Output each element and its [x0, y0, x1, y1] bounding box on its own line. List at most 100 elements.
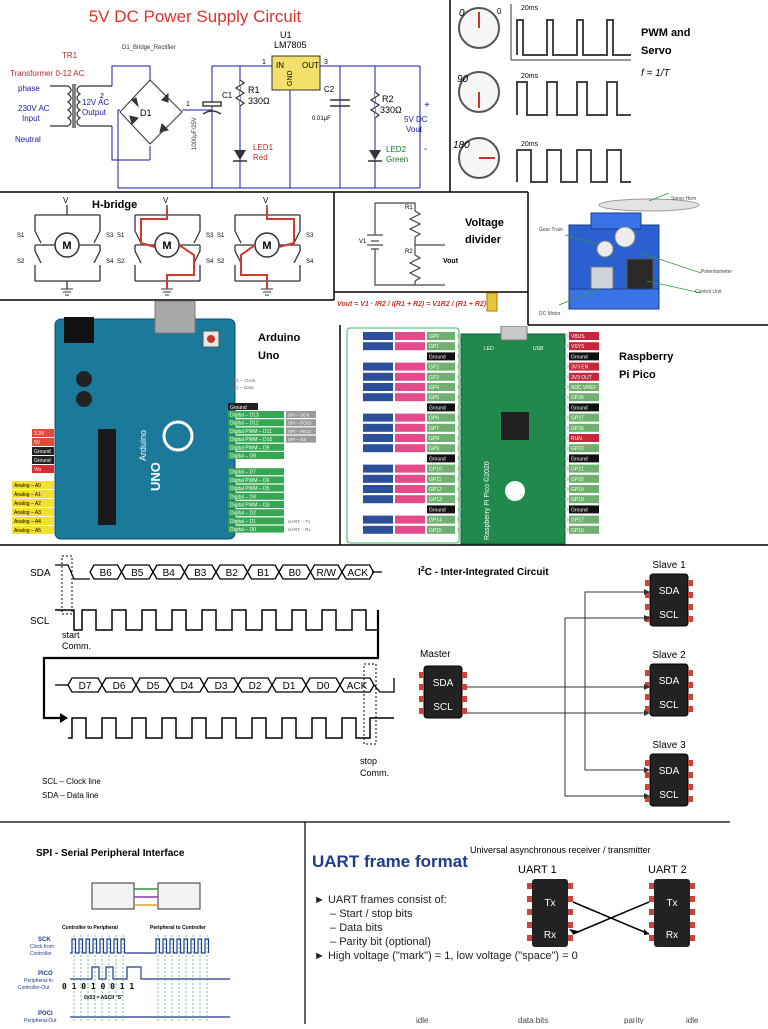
- analog-pin-label: Analog – A5: [14, 528, 41, 534]
- i2c-pin-label: I2C – Data: [232, 385, 254, 390]
- spi-pin-label: SPI – POCI: [288, 421, 311, 426]
- pico-alt-box: [363, 485, 393, 493]
- servo-panel: Servo Horn Gear Train Potentiometer Cont…: [529, 193, 768, 325]
- divider-panel: R1 R2 V1 Vout Voltage divider Vout = V1 …: [335, 193, 528, 323]
- pico-right-pin-box: [569, 403, 599, 412]
- pico-alt-box: [363, 474, 393, 483]
- chip-title: Slave 1: [652, 560, 686, 571]
- digital-pin-label: Digital – D12: [230, 421, 259, 427]
- pico-usb-label: USB: [533, 346, 544, 352]
- pico-right-pin-box: [569, 332, 599, 340]
- led2-symbol: [369, 150, 381, 160]
- pico-right-pin-box: [569, 454, 599, 463]
- pico-left-pin-box: [427, 372, 455, 381]
- arduino-board: [54, 318, 236, 540]
- servo-horn-shape: [598, 198, 700, 212]
- pico-alt-box: [363, 362, 393, 371]
- pico-alt-box: [395, 383, 425, 391]
- uart-sub-1: – Start / stop bits: [330, 908, 413, 920]
- control-unit-label: Control Unit: [695, 289, 722, 295]
- bit-label: D2: [249, 681, 262, 692]
- chip-scl-label: SCL: [433, 702, 453, 713]
- pico-left-pin-label: GP7: [429, 426, 439, 432]
- digital-pin-box: [228, 419, 284, 427]
- pico-right-pin-box: [569, 362, 599, 371]
- digital-pin-box: [228, 492, 284, 500]
- power-pin-box: [32, 429, 54, 437]
- divider-vout: Vout: [443, 258, 459, 265]
- pico-left-pin-label: GP4: [429, 385, 439, 391]
- analog-pin-box: [12, 499, 54, 507]
- i2c-pin-label: I2C – Clock: [232, 378, 256, 383]
- digital-pin-label: Digital – D1: [230, 519, 256, 525]
- bridge-label: D1_Bridge_Rectifier: [122, 45, 176, 51]
- pico-left-pin-box: [427, 362, 455, 371]
- led2-label: LED2: [386, 145, 407, 154]
- start-label-2: Comm.: [62, 641, 91, 651]
- chip-sda-label: SDA: [433, 678, 454, 689]
- digital-pin-label: Digital – D4: [230, 494, 256, 500]
- i2c-title-rest: C - Inter-Integrated Circuit: [425, 567, 550, 578]
- uart-bullet-2-text: High voltage ("mark") = 1, low voltage (…: [327, 950, 578, 962]
- pico-right-pin-box: [569, 464, 599, 473]
- switch-s3: S3: [106, 233, 114, 239]
- continuation-arrow: [42, 610, 380, 720]
- regulator-label: LM7805: [274, 40, 307, 50]
- pico-alt-box: [395, 413, 425, 422]
- digital-pin-box: [228, 501, 284, 508]
- uart-panel: UART frame format Universal asynchronous…: [306, 823, 768, 1024]
- led1-symbol: [234, 150, 246, 160]
- pwm-wave-90: [516, 81, 631, 116]
- spi-pin-label: SPI – SS: [288, 437, 306, 442]
- chip-scl-label: SCL: [659, 790, 679, 801]
- legend-sda: SDA – Data line: [42, 791, 99, 800]
- digital-pin-box: [228, 435, 284, 443]
- digital-pin-box: [228, 517, 284, 525]
- digital-pin-label: Digital PWM – D9: [230, 445, 270, 451]
- spi-ascii-label: 0x53 = ASCII "S": [84, 995, 124, 1001]
- period-label-1: 20ms: [521, 5, 539, 12]
- pico-right-pin-label: 3V3 OUT: [571, 375, 592, 381]
- bit-label: ACK: [347, 681, 368, 692]
- spi-title: SPI - Serial Peripheral Interface: [36, 848, 185, 859]
- pico-right-pin-label: GP17: [571, 518, 584, 524]
- bit-label: B0: [289, 568, 302, 579]
- lm7805-regulator: [271, 55, 321, 91]
- bit-label: D4: [181, 681, 194, 692]
- servo-cutaway: Servo Horn Gear Train Potentiometer Cont…: [539, 193, 732, 317]
- spi-timing-diagram: SPI - Serial Peripheral Interface Contro…: [18, 848, 230, 1024]
- c2-capacitor: [330, 99, 350, 107]
- ground-symbol: [61, 288, 73, 296]
- r2-label: R2: [382, 94, 394, 104]
- transformer-symbol: [50, 84, 112, 128]
- motor-label: M: [262, 240, 271, 252]
- digital-pin-label: Digital – D0: [230, 527, 256, 533]
- uart-sub-2: – Data bits: [330, 922, 383, 934]
- uart-pin-label: UART – Rx: [288, 527, 311, 532]
- c1-label: C1: [222, 91, 233, 100]
- pico-left-pin-box: [427, 352, 455, 361]
- pwm-zero: 0: [497, 7, 502, 16]
- spi-controller-chip: [91, 882, 135, 910]
- bit-label: B2: [226, 568, 239, 579]
- led2-color: Green: [386, 155, 408, 164]
- master-label: Master: [420, 649, 451, 660]
- voltage-divider-diagram: R1 R2 V1 Vout Voltage divider Vout = V1 …: [337, 202, 504, 312]
- pico-alt-box: [363, 342, 393, 351]
- uart-cross-wires: [572, 901, 650, 935]
- analog-pin-box: [12, 490, 54, 498]
- pwm-wave-180: [516, 149, 631, 183]
- vout-label-2: Vout: [406, 125, 423, 134]
- analog-pin-label: Analog – A4: [14, 519, 41, 525]
- power-pin-box: [32, 465, 54, 473]
- potentiometer-label: Potentiometer: [701, 269, 732, 275]
- pwm-servo-diagram: 0 0 90 180 20ms 20ms 20ms PWM and Servo …: [453, 4, 691, 183]
- uart-title: UART frame format: [312, 852, 468, 871]
- uart1-label: UART 1: [518, 864, 557, 876]
